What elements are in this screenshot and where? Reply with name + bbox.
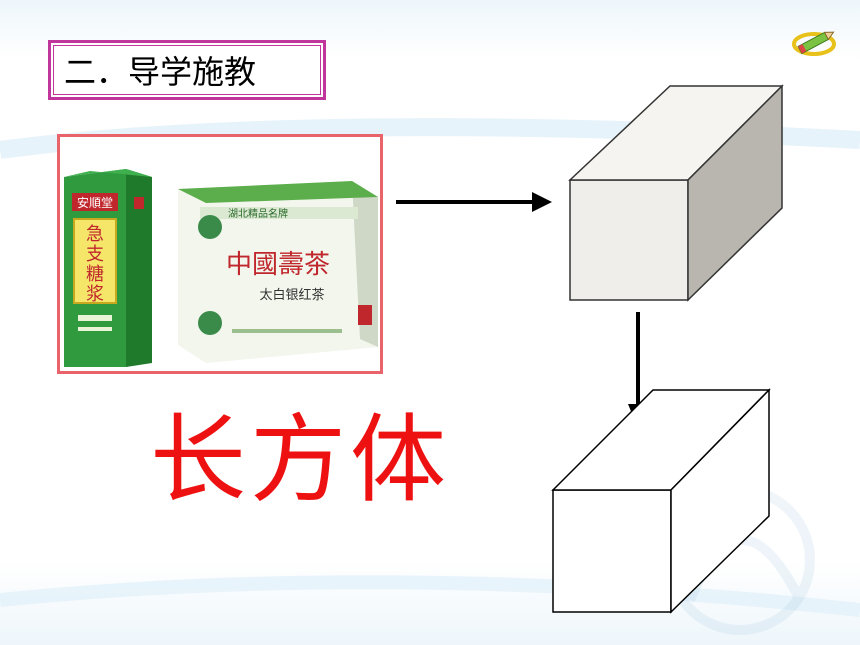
syrup-brand: 安順堂 [77, 195, 113, 210]
section-title: 二．导学施教 [53, 45, 321, 95]
arrow-right-icon [396, 192, 552, 212]
syrup-box: 安順堂 急 支 糖 浆 [64, 169, 152, 367]
syrup-char-2: 支 [86, 244, 104, 265]
tea-box: 湖北精品名牌 中國壽茶 太白银红茶 [178, 181, 378, 363]
tea-name: 中國壽茶 [226, 250, 330, 280]
section-title-box: 二．导学施教 [48, 40, 326, 100]
syrup-char-3: 糖 [86, 264, 104, 285]
tea-top-badge: 湖北精品名牌 [228, 207, 288, 220]
product-photo: 安順堂 急 支 糖 浆 湖北精品名牌 中國壽茶 太白银红茶 [57, 134, 383, 374]
syrup-char-4: 浆 [86, 284, 104, 305]
syrup-char-1: 急 [86, 224, 104, 245]
cuboid-word: 长方体 [150, 404, 450, 516]
tea-subtitle: 太白银红茶 [259, 287, 324, 303]
pencil-icon [792, 31, 836, 56]
product-illustration: 安順堂 急 支 糖 浆 湖北精品名牌 中國壽茶 太白银红茶 [64, 169, 378, 367]
cuboid-shaded [568, 84, 784, 302]
cuboid-outline [551, 388, 771, 614]
